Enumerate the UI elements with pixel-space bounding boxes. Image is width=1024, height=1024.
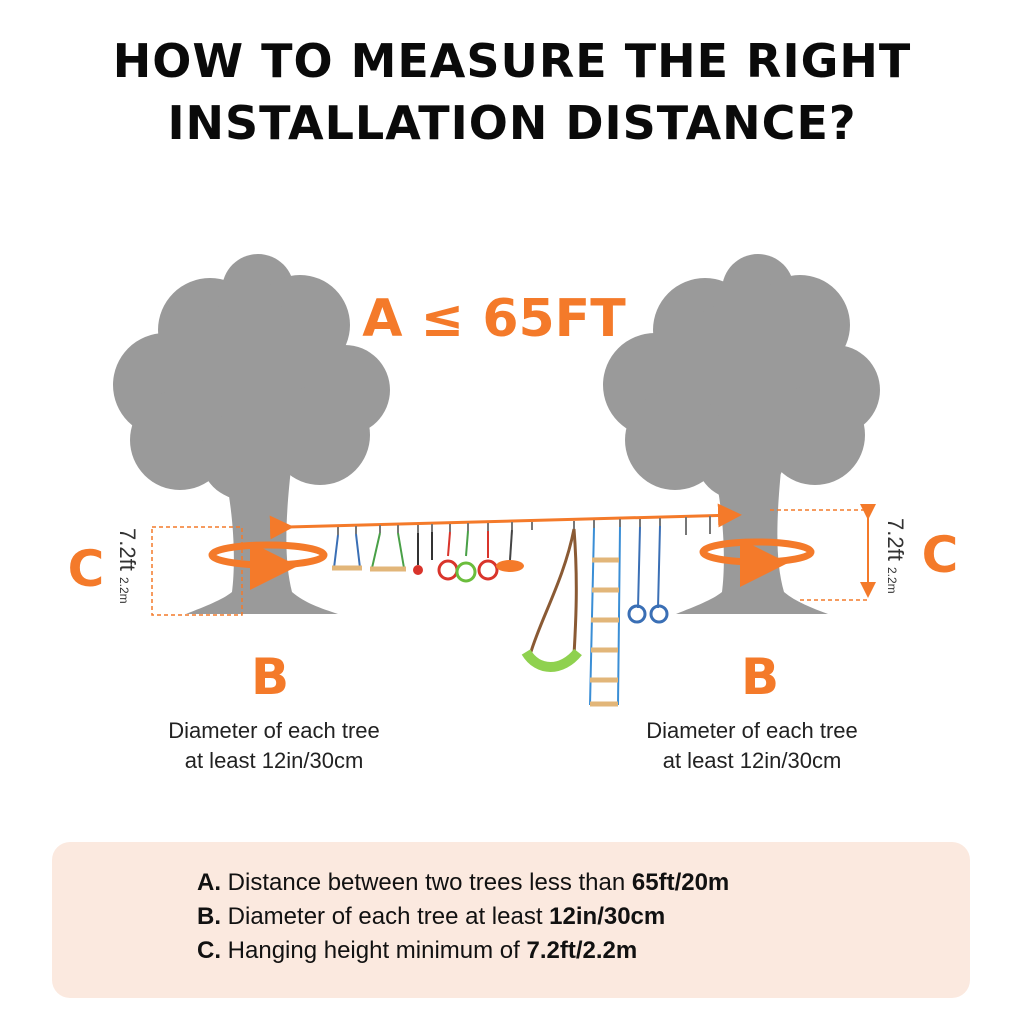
svg-text:7.2ft 2.2m: 7.2ft 2.2m bbox=[115, 528, 140, 604]
hanging-obstacles bbox=[332, 516, 711, 707]
legend-value-b: 12in/30cm bbox=[549, 903, 666, 930]
left-caption-line-2: at least 12in/30cm bbox=[184, 748, 364, 773]
right-height-value-group: 7.2ft 2.2m bbox=[883, 518, 908, 594]
right-caption-line-2: at least 12in/30cm bbox=[662, 748, 842, 773]
legend-letter-c: C. bbox=[197, 937, 221, 964]
left-tree-caption: Diameter of each tree at least 12in/30cm bbox=[124, 716, 424, 776]
title-line-1: HOW TO MEASURE THE RIGHT bbox=[112, 34, 912, 88]
title-line-2: INSTALLATION DISTANCE? bbox=[167, 96, 857, 150]
right-height-value: 7.2ft bbox=[883, 518, 908, 561]
right-tree-icon bbox=[603, 254, 880, 614]
legend-value-c: 7.2ft/2.2m bbox=[526, 937, 638, 964]
legend-item-c: C. Hanging height minimum of 7.2ft/2.2m bbox=[197, 934, 729, 968]
left-tree-icon bbox=[113, 254, 390, 614]
left-height-letter: C bbox=[68, 540, 105, 598]
left-height-value: 7.2ft bbox=[115, 528, 140, 571]
left-diameter-ring bbox=[208, 541, 328, 590]
left-diameter-letter: B bbox=[251, 648, 289, 706]
legend-text-c: Hanging height minimum of bbox=[221, 937, 527, 964]
slackline-rope bbox=[269, 503, 742, 540]
page-title: HOW TO MEASURE THE RIGHT INSTALLATION DI… bbox=[0, 30, 1024, 154]
left-height-value-group: 7.2ft 2.2m bbox=[115, 528, 140, 604]
right-diameter-ring bbox=[699, 538, 815, 587]
right-caption-line-1: Diameter of each tree bbox=[646, 718, 858, 743]
legend-panel: A. Distance between two trees less than … bbox=[52, 842, 970, 998]
legend-letter-a: A. bbox=[197, 869, 221, 896]
left-caption-line-1: Diameter of each tree bbox=[168, 718, 380, 743]
left-height-value-metric: 2.2m bbox=[117, 577, 131, 604]
right-height-letter: C bbox=[922, 526, 959, 584]
right-diameter-letter: B bbox=[741, 648, 779, 706]
legend-item-b: B. Diameter of each tree at least 12in/3… bbox=[197, 900, 729, 934]
right-height-value-metric: 2.2m bbox=[885, 567, 899, 594]
legend-text-a: Distance between two trees less than bbox=[221, 869, 632, 896]
right-tree-caption: Diameter of each tree at least 12in/30cm bbox=[602, 716, 902, 776]
svg-text:7.2ft 2.2m: 7.2ft 2.2m bbox=[883, 518, 908, 594]
legend-list: A. Distance between two trees less than … bbox=[197, 866, 729, 968]
legend-item-a: A. Distance between two trees less than … bbox=[197, 866, 729, 900]
distance-label: A ≤ 65FT bbox=[362, 289, 626, 349]
legend-text-b: Diameter of each tree at least bbox=[221, 903, 550, 930]
legend-value-a: 65ft/20m bbox=[631, 869, 730, 896]
right-height-measure bbox=[770, 504, 876, 601]
left-height-measure bbox=[151, 526, 243, 616]
legend-letter-b: B. bbox=[197, 903, 221, 930]
